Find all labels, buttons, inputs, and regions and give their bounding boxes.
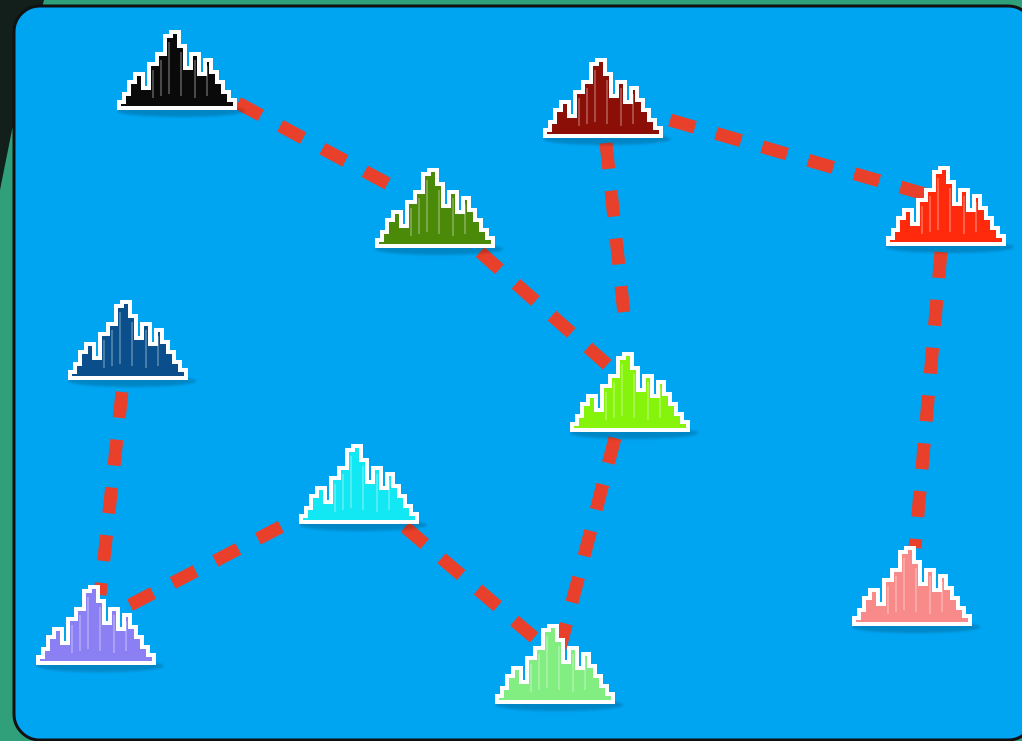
game-board xyxy=(0,0,1022,741)
